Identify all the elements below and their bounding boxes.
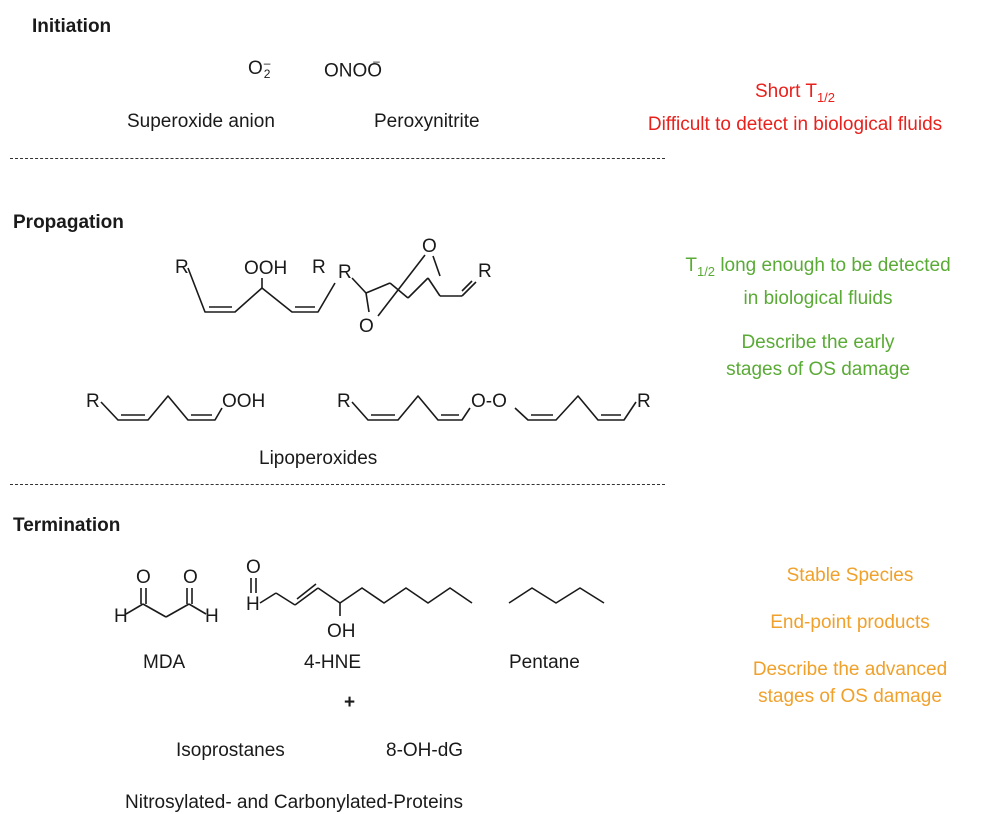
svg-text:O-O: O-O	[471, 391, 507, 412]
svg-text:OH: OH	[327, 621, 356, 642]
svg-text:R: R	[337, 391, 351, 412]
svg-text:H: H	[246, 594, 260, 615]
termination-note-line4: stages of OS damage	[758, 686, 942, 707]
svg-text:O: O	[136, 567, 151, 588]
svg-text:R: R	[338, 262, 352, 283]
superoxide-name: Superoxide anion	[127, 111, 275, 132]
initiation-notes: Short T1/2 Difficult to detect in biolog…	[600, 78, 990, 138]
initiation-note-line1: Short T1/2	[754, 81, 836, 105]
svg-text:O: O	[246, 557, 261, 578]
propagation-note-line1: T1/2 long enough to be detected	[685, 255, 951, 279]
proteins-label: Nitrosylated- and Carbonylated-Proteins	[125, 792, 463, 813]
lipoperoxides-label: Lipoperoxides	[259, 448, 378, 469]
peroxynitrite-formula: ONOO–	[324, 54, 383, 82]
propagation-notes: T1/2 long enough to be detected in biolo…	[628, 252, 1003, 383]
propagation-note-line3: Describe the early	[741, 331, 895, 353]
initiation-title: Initiation	[32, 16, 112, 37]
svg-text:R: R	[86, 391, 100, 412]
divider-propagation-termination	[10, 484, 665, 485]
propagation-note-line2: in biological fluids	[743, 287, 893, 309]
svg-text:H: H	[114, 606, 128, 627]
initiation-note-line2: Difficult to detect in biological fluids	[647, 113, 943, 135]
peroxynitrite-name: Peroxynitrite	[374, 111, 480, 132]
mda-label: MDA	[143, 652, 186, 673]
superoxide-formula: O–2	[248, 56, 271, 81]
termination-note-line3: Describe the advanced	[752, 659, 948, 680]
termination-notes: Stable Species End-point products Descri…	[680, 562, 1003, 710]
svg-text:O: O	[183, 567, 198, 588]
divider-initiation-propagation	[10, 158, 665, 159]
svg-text:R: R	[478, 261, 492, 282]
plus-sign: +	[344, 692, 356, 713]
hne-label: 4-HNE	[304, 652, 362, 673]
propagation-title: Propagation	[13, 212, 124, 233]
svg-text:O: O	[422, 236, 437, 257]
svg-text:H: H	[205, 606, 219, 627]
svg-text:R: R	[312, 257, 326, 278]
svg-text:OOH: OOH	[222, 391, 265, 412]
svg-text:OOH: OOH	[244, 258, 287, 279]
termination-title: Termination	[13, 515, 121, 536]
svg-text:R: R	[637, 391, 651, 412]
propagation-note-line4: stages of OS damage	[726, 358, 910, 380]
svg-text:R: R	[175, 257, 189, 278]
svg-text:O: O	[359, 316, 374, 337]
pentane-label: Pentane	[509, 652, 580, 673]
isoprostanes-label: Isoprostanes	[176, 740, 285, 761]
oh-dg-label: 8-OH-dG	[386, 740, 464, 761]
termination-note-line2: End-point products	[770, 612, 930, 633]
termination-note-line1: Stable Species	[786, 565, 914, 586]
